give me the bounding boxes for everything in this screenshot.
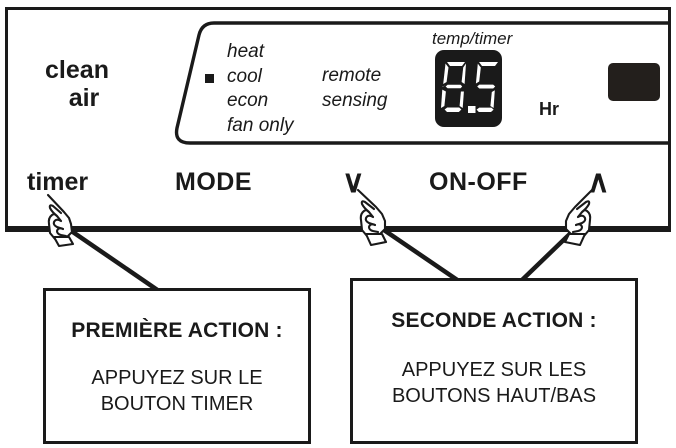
clean-air-line-2: air bbox=[68, 84, 100, 112]
clean-air-label: clean air bbox=[16, 56, 138, 112]
callout-first-action-line-2: BOUTON TIMER bbox=[100, 393, 254, 416]
mode-item-econ: econ bbox=[227, 90, 269, 112]
pointing-hand-icon-up bbox=[552, 188, 602, 246]
on-off-button[interactable]: ON-OFF bbox=[429, 168, 528, 196]
mode-selected-indicator-icon bbox=[205, 74, 214, 83]
callout-first-action-heading: PREMIÈRE ACTION : bbox=[71, 319, 283, 342]
pointing-hand-icon-timer bbox=[44, 192, 90, 248]
callout-second-action-line-1: APPUYEZ SUR LES bbox=[401, 359, 587, 381]
mode-item-cool: cool bbox=[227, 65, 262, 87]
callout-second-action-heading: SECONDE ACTION : bbox=[391, 309, 597, 332]
timer-button[interactable]: timer bbox=[27, 168, 89, 196]
lcd-readout bbox=[435, 50, 502, 127]
control-panel-bottom-edge bbox=[5, 226, 671, 232]
remote-sensing-label: remote sensing bbox=[322, 64, 388, 113]
remote-sensing-line-1: remote bbox=[322, 65, 382, 86]
callout-second-action: SECONDE ACTION : APPUYEZ SUR LES BOUTONS… bbox=[350, 278, 638, 444]
callout-first-action-line-1: APPUYEZ SUR LE bbox=[91, 367, 263, 389]
button-legend-row: timer MODE ∨ ON-OFF ∧ bbox=[0, 164, 676, 204]
remote-sensing-line-2: sensing bbox=[322, 89, 388, 111]
clean-air-line-1: clean bbox=[45, 56, 109, 84]
mode-item-fan-only: fan only bbox=[227, 115, 294, 137]
callout-first-action: PREMIÈRE ACTION : APPUYEZ SUR LE BOUTON … bbox=[43, 288, 311, 444]
callout-first-action-body: APPUYEZ SUR LE BOUTON TIMER bbox=[46, 365, 308, 418]
callout-second-action-body: APPUYEZ SUR LES BOUTONS HAUT/BAS bbox=[353, 357, 635, 410]
lcd-unit-label: Hr bbox=[539, 99, 560, 119]
auxiliary-key-icon bbox=[608, 63, 660, 101]
control-panel-frame bbox=[5, 7, 671, 232]
callout-second-action-line-2: BOUTONS HAUT/BAS bbox=[391, 385, 597, 408]
pointing-hand-icon-down bbox=[355, 188, 405, 246]
temp-timer-caption: temp/timer bbox=[432, 29, 513, 48]
mode-button[interactable]: MODE bbox=[175, 168, 252, 196]
mode-list: heat cool econ fan only bbox=[227, 40, 294, 139]
mode-item-heat: heat bbox=[227, 41, 264, 62]
display-bezel bbox=[168, 20, 672, 146]
